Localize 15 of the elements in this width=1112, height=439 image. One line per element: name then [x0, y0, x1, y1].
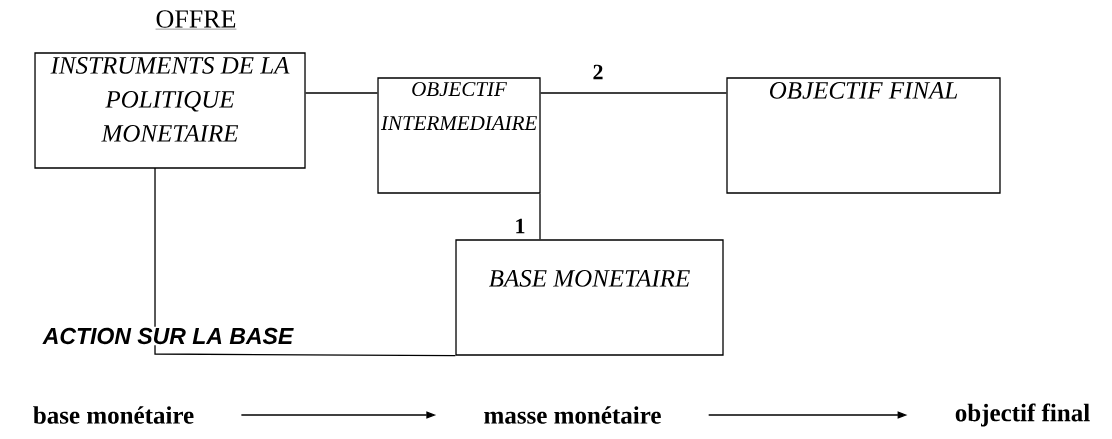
heading: OFFRE: [155, 10, 237, 30]
flow-term: base monétaire: [33, 406, 194, 424]
connector-line: [540, 92, 727, 94]
edge-label: ACTION SUR LA BASE: [41, 326, 295, 346]
connector-line: [539, 193, 541, 240]
edge-label: 1: [513, 217, 527, 235]
process-box: INSTRUMENTS DE LA POLITIQUE MONETAIRE: [34, 52, 306, 169]
edge-label: 2: [591, 63, 605, 81]
connector-line: [305, 92, 378, 94]
process-box: OBJECTIF FINAL: [726, 77, 1001, 194]
process-box: OBJECTIF INTERMEDIAIRE: [377, 77, 541, 194]
flow-term: objectif final: [955, 403, 1090, 427]
connector-line: [154, 167, 456, 357]
process-box: BASE MONETAIRE: [455, 239, 724, 356]
flow-term: masse monétaire: [484, 406, 661, 424]
